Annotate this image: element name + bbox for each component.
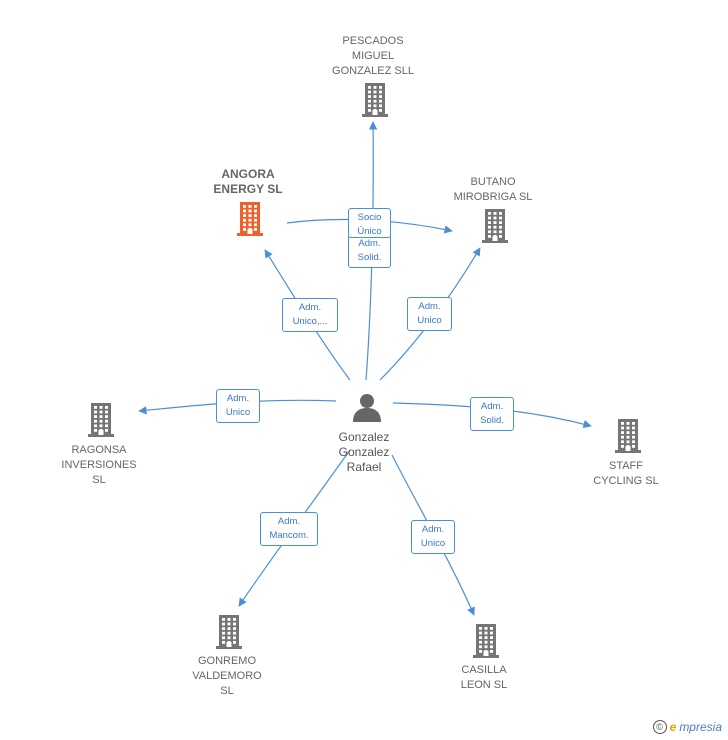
building-icon[interactable] bbox=[216, 615, 242, 649]
edge-label-pescados[interactable]: Adm. Solid. bbox=[348, 234, 391, 268]
building-icon[interactable] bbox=[482, 209, 508, 243]
building-icon[interactable] bbox=[88, 403, 114, 437]
company-label-ragonsa[interactable]: RAGONSA INVERSIONES SL bbox=[61, 444, 137, 486]
edge-label-angora-butano[interactable]: Socio Único bbox=[348, 208, 391, 238]
edge-label-angora[interactable]: Adm. Unico,... bbox=[282, 298, 338, 332]
copyright-icon: © bbox=[652, 720, 667, 734]
brand-logo-text: mpresia bbox=[679, 720, 722, 734]
company-label-pescados[interactable]: PESCADOS MIGUEL GONZALEZ SLL bbox=[332, 35, 414, 77]
edge-label-gonremo[interactable]: Adm. Mancom. bbox=[260, 512, 318, 546]
building-icon[interactable] bbox=[473, 624, 499, 658]
brand-logo-e: e bbox=[669, 720, 677, 734]
person-label[interactable]: Gonzalez Gonzalez Rafael bbox=[338, 430, 390, 474]
edge-label-butano[interactable]: Adm. Unico bbox=[407, 297, 452, 331]
building-icon[interactable] bbox=[615, 419, 641, 453]
edge-label-ragonsa[interactable]: Adm. Unico bbox=[216, 389, 260, 423]
edge-label-staff[interactable]: Adm. Solid. bbox=[470, 397, 514, 431]
person-icon[interactable] bbox=[352, 392, 382, 427]
company-label-casilla[interactable]: CASILLA LEON SL bbox=[460, 664, 508, 691]
company-label-angora[interactable]: ANGORA ENERGY SL bbox=[213, 167, 283, 196]
company-label-staff[interactable]: STAFF CYCLING SL bbox=[593, 460, 659, 487]
building-icon[interactable] bbox=[237, 202, 263, 236]
building-icon[interactable] bbox=[362, 83, 388, 117]
company-label-gonremo[interactable]: GONREMO VALDEMORO SL bbox=[192, 655, 262, 697]
company-label-butano[interactable]: BUTANO MIROBRIGA SL bbox=[453, 176, 533, 203]
edge-label-casilla[interactable]: Adm. Unico bbox=[411, 520, 455, 554]
